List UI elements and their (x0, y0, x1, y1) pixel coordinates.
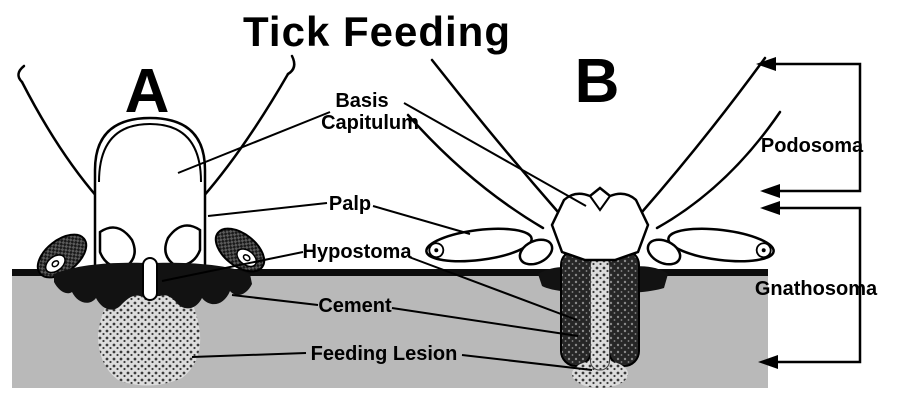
tick-b-right-trochanter (646, 238, 682, 266)
gnathosoma-top-arrow (760, 201, 780, 215)
tick-b-right-leg-2 (655, 110, 782, 230)
feeding-lesion-b (572, 360, 628, 388)
gnathosoma-bracket (758, 201, 862, 369)
tick-a-illustration (17, 54, 296, 310)
pointer-basis-to-a (177, 111, 331, 174)
tick-a-left-leg (20, 80, 100, 200)
label-gnathosoma: Gnathosoma (755, 278, 878, 300)
tick-a-left-leg-claw (17, 64, 26, 84)
pointer-palp-to-b (372, 205, 471, 235)
pointer-lesion-to-a (191, 352, 307, 358)
pointer-hypostoma-to-b (408, 256, 578, 321)
tick-a-right-leg-claw (286, 54, 296, 76)
skin-surface-line (12, 269, 768, 276)
tick-b-right-palp (667, 227, 775, 263)
tick-b-left-leg-1 (430, 58, 560, 214)
tick-b-basis-capitulum-body (550, 186, 650, 262)
label-podosoma: Podosoma (761, 135, 864, 157)
tick-b-right-chelicera (608, 249, 640, 367)
pointer-palp-to-a (207, 202, 328, 217)
tick-a-right-palp (214, 227, 266, 273)
tick-b-capitulum-notch (589, 195, 611, 212)
pointer-cement-to-a (231, 294, 319, 306)
podosoma-bracket (756, 57, 862, 198)
gnathosoma-bottom-arrow (758, 355, 778, 369)
tick-b-left-chelicera (560, 249, 592, 367)
tick-b-left-trochanter (518, 238, 554, 266)
tick-b-left-palp (425, 227, 533, 263)
pointer-basis-to-b (403, 102, 587, 207)
pointer-lesion-to-b (461, 354, 593, 371)
tick-a-right-coxa (164, 224, 202, 268)
tick-b-hypostome (590, 255, 610, 371)
pointer-hypostoma-to-a (161, 251, 304, 282)
figure-title: Tick Feeding (243, 8, 511, 55)
tick-a-left-coxa (98, 226, 136, 270)
label-basis: Basis (335, 90, 388, 112)
label-capitulum: Capitulum (321, 112, 419, 134)
tick-a-hypostome (142, 257, 158, 301)
label-palp: Palp (329, 193, 371, 215)
tick-a-body-inner-arc (98, 122, 202, 183)
tick-a-right-leg (200, 72, 290, 200)
label-feeding-lesion: Feeding Lesion (311, 343, 458, 365)
annotation-pointer-lines (161, 102, 593, 371)
pointer-cement-to-b (391, 307, 579, 337)
panel-a-label: A (125, 57, 170, 126)
podosoma-bottom-arrow (760, 184, 780, 198)
label-cement: Cement (318, 295, 392, 317)
label-hypostoma: Hypostoma (303, 241, 413, 263)
panel-b-label: B (575, 47, 620, 116)
podosoma-top-arrow (756, 57, 776, 71)
tick-a-left-palp (36, 233, 88, 279)
tick-b-right-leg-1 (640, 56, 767, 214)
tick-b-left-leg-2 (406, 113, 545, 230)
feeding-lesion-a (98, 281, 201, 386)
